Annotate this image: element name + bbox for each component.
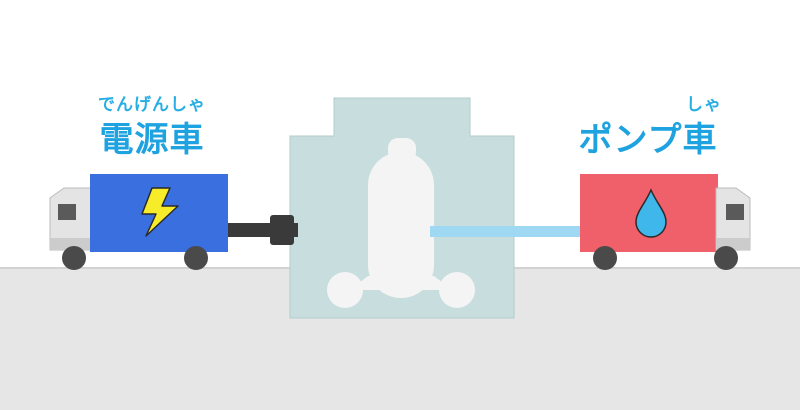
water-drop-icon — [635, 188, 667, 238]
water-pipe — [430, 226, 582, 237]
power-truck-ruby: でんげんしゃ — [98, 95, 206, 115]
lightning-bolt-icon — [141, 187, 179, 237]
power-truck — [49, 174, 228, 270]
pump-truck-ruby: しゃ — [686, 95, 722, 115]
reactor-building — [289, 97, 515, 319]
pump-truck-label: ポンプ車 — [578, 120, 718, 160]
pump-truck — [580, 174, 751, 270]
power-truck-label: 電源車 — [99, 120, 205, 160]
power-cable — [228, 215, 298, 245]
reactor-vessel — [327, 138, 475, 308]
